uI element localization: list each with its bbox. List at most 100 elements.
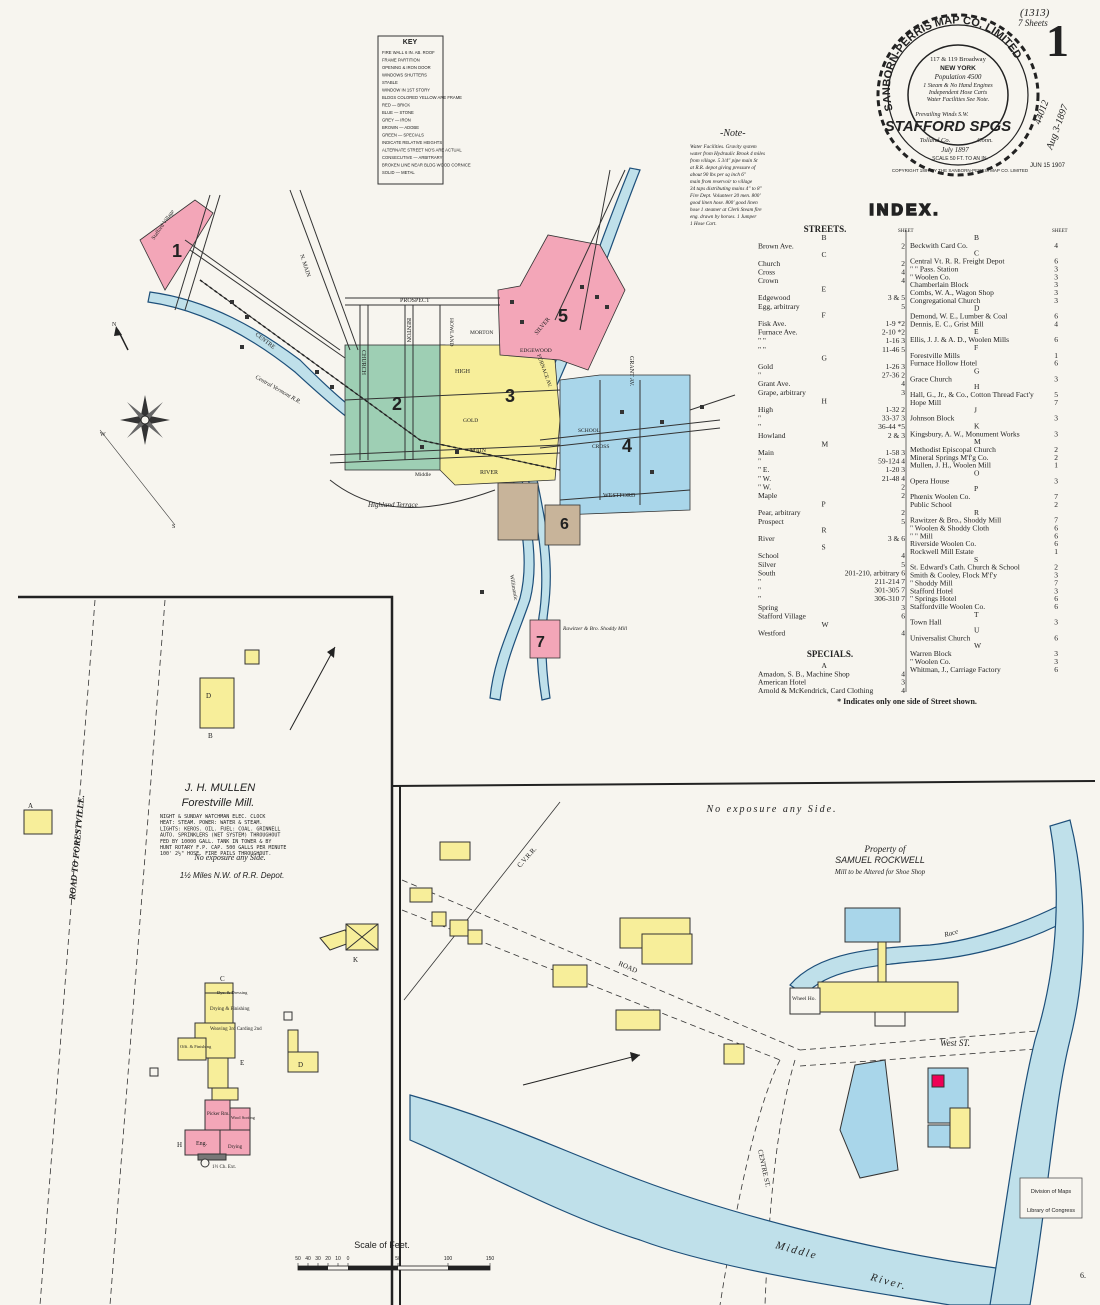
mullen-room-weaving: Weaving 3rd Carding 2nd — [210, 1027, 262, 1032]
index-entry: Furnace Hollow Hotel — [910, 359, 977, 368]
loc-stamp-line1: Division of Maps — [1031, 1189, 1072, 1195]
rockwell-hydrant — [931, 1074, 945, 1088]
rockwell-middle-river — [409, 1094, 1013, 1305]
scale-tick-label: 100 — [444, 1256, 453, 1262]
mullen-panel: ROAD TO FORESTVILLE. A B J. H. MULLEN Fo… — [23, 599, 379, 1305]
block-2-area — [344, 344, 446, 471]
index-letter: G — [822, 353, 828, 362]
key-item: STABLE — [382, 80, 398, 85]
index-letter: C — [822, 250, 827, 259]
mullen-hydrant — [149, 1067, 159, 1077]
index-sheet-ref: 3 & 5 — [888, 293, 905, 302]
index-sheet-ref: 2 — [901, 259, 905, 268]
mullen-label-d2: D — [298, 1061, 303, 1069]
seal-hose: Independent Hose Carts — [928, 90, 988, 96]
mullen-label-k: K — [353, 956, 358, 964]
compass-rose: W S — [99, 395, 175, 530]
overview-map: PROSPECT CENTRE N. MAIN CHURCH BENTON HO… — [99, 167, 736, 701]
index-letter: E — [974, 327, 979, 336]
index-entry: Church — [758, 259, 780, 268]
scale-tick-label: 10 — [335, 1256, 341, 1262]
block-5-area — [497, 234, 626, 371]
index-sheet-ref: 6 — [1054, 312, 1058, 321]
overview-building-dot — [620, 410, 624, 414]
rockwell-wheel-label: Wheel Ho. — [792, 996, 816, 1002]
mullen-label-d: D — [206, 692, 211, 700]
index-letter: W — [974, 641, 982, 650]
key-item: SOLID — METAL — [382, 170, 415, 175]
rockwell-outbuilding — [552, 964, 588, 988]
index-sheet-ref: 7 — [1054, 516, 1058, 525]
overview-building-dot — [420, 445, 424, 449]
index-entry: Whitman, J., Carriage Factory — [910, 665, 1001, 674]
index-entry: South — [758, 568, 776, 577]
index-sheet-ref: 3 — [1054, 280, 1058, 289]
mullen-label-c: C — [220, 975, 225, 983]
st-morton: MORTON — [470, 330, 493, 336]
seal-engines: 1 Steam & No Hand Engines — [923, 83, 993, 89]
overview-building-dot — [580, 285, 584, 289]
st-westford: WESTFORD — [603, 493, 636, 499]
index-entry: Crown — [758, 276, 779, 285]
index-entry: Cross — [758, 267, 775, 276]
index-sheet-ref: 2 — [901, 482, 905, 491]
mullen-desc-line: HEAT: STEAM. POWER: WATER & STEAM. — [160, 820, 262, 826]
st-middle: Middle — [415, 472, 431, 478]
index-letter: J — [974, 406, 977, 415]
mullen-room-dye: Dye. & Dressing — [217, 990, 248, 995]
index-entry: Smith & Cooley, Flock M'f'y — [910, 571, 997, 580]
index-letter: W — [822, 620, 830, 629]
index-sheet-ref: 3 — [1054, 272, 1058, 281]
index-entry: Johnson Block — [910, 414, 955, 423]
scale-tick-label: 30 — [315, 1256, 321, 1262]
seal-place: STAFFORD SPGS — [885, 118, 1011, 135]
st-prospect: PROSPECT — [400, 298, 430, 304]
index-entry: " Shoddy Mill — [910, 578, 953, 587]
block-1-area — [139, 199, 214, 291]
index-sheet-ref: 33-37 3 — [882, 414, 905, 423]
mullen-title: J. H. MULLEN — [184, 782, 255, 794]
index-sheet-ref: 6 — [1054, 539, 1058, 548]
index-sheet-ref: 306-310 7 — [874, 594, 905, 603]
index-sheet-ref: 3 — [1054, 288, 1058, 297]
index-entry: Warren Block — [910, 649, 952, 658]
index-specials-heading: SPECIALS. — [807, 649, 853, 659]
index-letter: K — [974, 421, 980, 430]
index-letter: S — [822, 543, 826, 552]
sheet-number: 1 — [1046, 15, 1069, 66]
index-letter: B — [974, 233, 979, 242]
rockwell-outbuilding — [409, 887, 433, 903]
index-letter: E — [822, 285, 827, 294]
index-sheet-ref: 2 & 3 — [888, 431, 905, 440]
rockwell-centre: CENTRE ST. — [756, 1149, 772, 1188]
index-sheet-ref: 3 — [1054, 657, 1058, 666]
mullen-desc-line: LIGHTS: KEROS. OIL. FUEL: COAL. GRINNELL — [160, 826, 280, 832]
index-letter: M — [822, 439, 829, 448]
st-main: MAIN — [470, 448, 487, 454]
st-howland: HOWLAND — [448, 318, 454, 346]
index-sheet-ref: 27-36 2 — [882, 371, 905, 380]
water-note: -Note- Water Facilities. Gravity systemw… — [689, 128, 765, 227]
index-sheet-ref: 4 — [1054, 241, 1058, 250]
index-entry: Congregational Church — [910, 296, 980, 305]
index-entry: " Woolen & Shoddy Cloth — [910, 523, 989, 532]
index-entry: Howland — [758, 431, 786, 440]
index-letter: T — [974, 610, 979, 619]
rockwell-west-st: West ST. — [940, 1038, 970, 1048]
note-line: good linen hose. 800' good linen — [690, 200, 758, 206]
scale-title: Scale of Feet. — [354, 1240, 410, 1250]
index-entry: High — [758, 405, 773, 414]
rockwell-bldg-east-annex — [927, 1124, 951, 1148]
st-highland: Highland Terrace — [367, 501, 418, 509]
rockwell-road: ROAD — [617, 960, 638, 975]
sheet-ref: (1313) — [1020, 7, 1050, 19]
index-sheet-ref: 3 — [901, 388, 905, 397]
index-entry: Pear, arbitrary — [758, 508, 801, 517]
mullen-bldg-b — [199, 677, 235, 729]
sheets-count: 7 Sheets — [1018, 18, 1048, 28]
north-arrow-label: N — [112, 322, 117, 328]
key-item: GREEN — SPECIALS — [382, 133, 424, 138]
seal-water: Water Facilities See Note. — [927, 97, 989, 103]
